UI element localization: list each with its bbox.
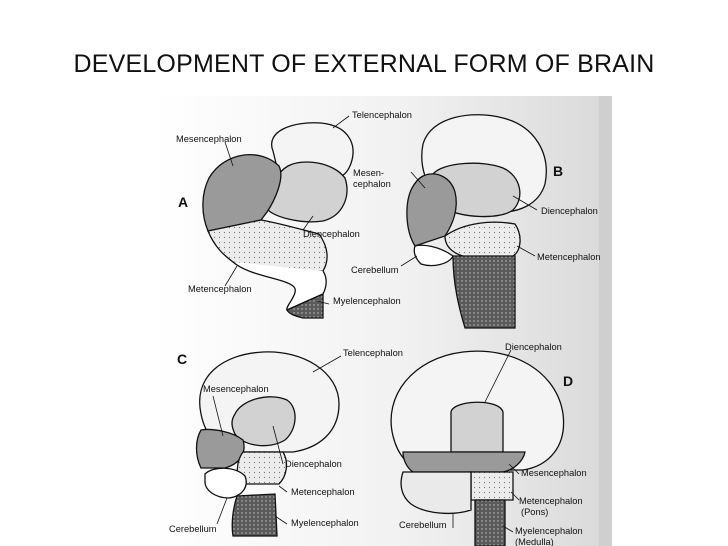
c-label-cerebellum: Cerebellum [169,524,217,534]
d-mesencephalon-shape [402,451,526,473]
d-label-pons: (Pons) [521,507,548,517]
d-myelencephalon-shape [474,499,506,546]
a-label-myelencephalon: Myelencephalon [333,296,401,306]
b-label-cerebellum: Cerebellum [351,265,399,275]
panel-a: Mesencephalon Telencephalon A Diencephal… [176,110,412,319]
d-diencephalon-shape [450,401,504,453]
b-label-metencephalon: Metencephalon [537,252,601,262]
c-diencephalon-shape [231,396,296,447]
d-label-diencephalon: Diencephalon [505,342,562,352]
a-mesencephalon-shape [202,154,282,232]
d-label-myelencephalon: Myelencephalon [515,526,583,536]
c-cerebellum-shape [204,467,247,499]
d-cerebellum-shape [400,471,472,514]
c-label-diencephalon: Diencephalon [285,459,342,469]
a-panel-letter: A [178,194,188,210]
brain-development-figure: Mesencephalon Telencephalon A Diencephal… [153,96,612,546]
c-label-mesencephalon: Mesencephalon [203,384,269,394]
d-panel-letter: D [563,373,573,389]
c-metencephalon-shape [236,451,288,485]
d-label-metencephalon: Metencephalon [519,496,583,506]
b-mesencephalon-shape [406,173,457,247]
c-label-metencephalon: Metencephalon [291,487,355,497]
page-edge-shadow [599,96,612,546]
d-label-mesencephalon: Mesencephalon [521,468,587,478]
c-myelencephalon-shape [231,493,278,537]
panel-d: Diencephalon D Mesencephalon Metencephal… [390,342,587,546]
a-neural-tube [232,261,327,311]
a-label-telencephalon: Telencephalon [352,110,412,120]
c-panel-letter: C [177,351,187,367]
b-label-diencephalon: Diencephalon [541,206,598,216]
d-label-cerebellum: Cerebellum [399,520,447,530]
c-label-telencephalon: Telencephalon [343,348,403,358]
c-label-myelencephalon: Myelencephalon [291,518,359,528]
a-label-mesencephalon: Mesencephalon [176,134,242,144]
b-panel-letter: B [553,163,563,179]
a-label-diencephalon: Diencephalon [303,229,360,239]
brain-figure-svg: Mesencephalon Telencephalon A Diencephal… [153,96,612,546]
d-label-medulla: (Medulla) [515,537,554,546]
b-myelencephalon-shape [452,255,516,329]
slide-title: DEVELOPMENT OF EXTERNAL FORM OF BRAIN [73,50,655,78]
b-label-mesen-2: cephalon [353,179,391,189]
b-cerebellum-shape [413,244,454,267]
a-myelencephalon-shape [286,292,324,319]
b-label-mesen-1: Mesen- [353,168,384,178]
d-metencephalon-shape [470,471,514,501]
panel-b: Mesen- cephalon B Diencephalon Metenceph… [351,114,601,329]
a-label-metencephalon: Metencephalon [188,284,252,294]
panel-c: C Telencephalon Mesencephalon Diencephal… [169,348,403,537]
b-metencephalon-shape [444,221,521,259]
